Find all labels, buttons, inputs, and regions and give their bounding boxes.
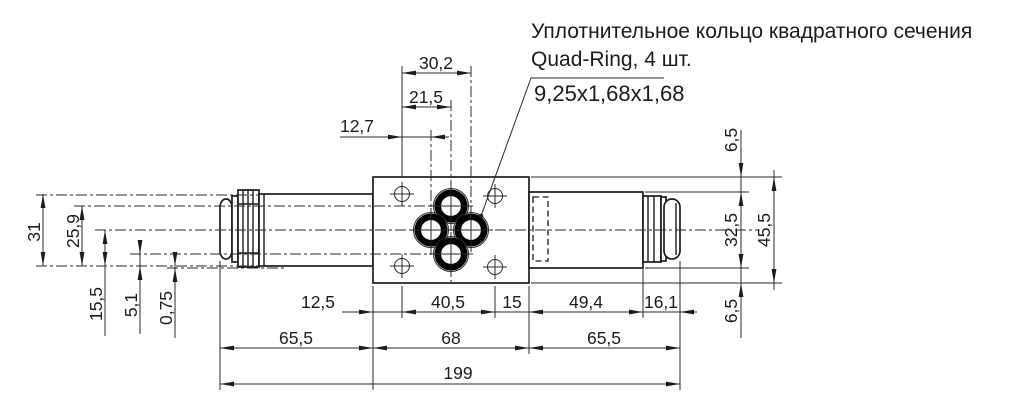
annotation-line1: Уплотнительное кольцо квадратного сечени… (531, 20, 972, 43)
dim-label: 30,2 (419, 53, 453, 73)
right-lock-nut (642, 195, 662, 263)
hidden-bore (532, 196, 549, 262)
quad-ring-annotation: Уплотнительное кольцо квадратного сечени… (478, 20, 972, 219)
dim-bottom-row2: 65,5 68 65,5 (220, 328, 680, 351)
dim-label: 31 (24, 222, 44, 241)
dim-label: 15 (502, 292, 521, 312)
quad-ring-size-label: 9,25x1,68x1,68 (534, 81, 684, 106)
annotation-line2: Quad-Ring, 4 шт. (531, 48, 692, 71)
dim-label: 21,5 (409, 87, 443, 107)
dim-right-group: 6,5 32,5 6,5 45,5 (531, 128, 782, 338)
centerlines (36, 66, 758, 282)
dim-bottom-extensions (219, 261, 681, 390)
leader-line (480, 77, 664, 217)
dim-label: 32,5 (721, 213, 741, 247)
dim-label: 12,7 (340, 116, 374, 136)
dim-label: 199 (443, 363, 472, 383)
dim-label: 25,9 (63, 214, 83, 248)
dim-label: 0,75 (156, 291, 176, 325)
dim-top-21-5: 21,5 (402, 87, 451, 110)
dim-top-12-7: 12,7 (340, 116, 449, 140)
dim-label: 40,5 (431, 292, 465, 312)
dim-top-30-2: 30,2 (402, 53, 471, 76)
dim-label: 16,1 (644, 292, 678, 312)
dim-bottom-row3: 199 (220, 363, 680, 387)
dim-label: 6,5 (721, 128, 741, 152)
dim-left-31: 31 (24, 194, 46, 266)
dim-label: 5,1 (121, 293, 141, 317)
dim-label: 65,5 (587, 328, 621, 348)
dim-label: 49,4 (569, 292, 603, 312)
left-solenoid (219, 189, 374, 268)
dim-label: 45,5 (754, 213, 774, 247)
left-end-cap (219, 198, 233, 260)
dim-label: 6,5 (721, 299, 741, 323)
leader-dot (478, 213, 484, 219)
dim-left-15-5: 15,5 (86, 230, 108, 336)
dim-left-0-75: 0,75 (156, 252, 178, 338)
dim-left-25-9: 25,9 (63, 206, 85, 266)
dim-label: 65,5 (279, 328, 313, 348)
ring-crosshairs (409, 184, 493, 276)
dim-bottom-row1: 12,5 40,5 15 49,4 16,1 (301, 292, 697, 315)
hole-crosshairs (390, 182, 507, 279)
dim-label: 12,5 (301, 292, 335, 312)
dim-label: 68 (441, 328, 460, 348)
right-end-cap (663, 198, 681, 260)
dim-left-5-1: 5,1 (121, 240, 143, 334)
dim-label: 15,5 (86, 287, 106, 321)
